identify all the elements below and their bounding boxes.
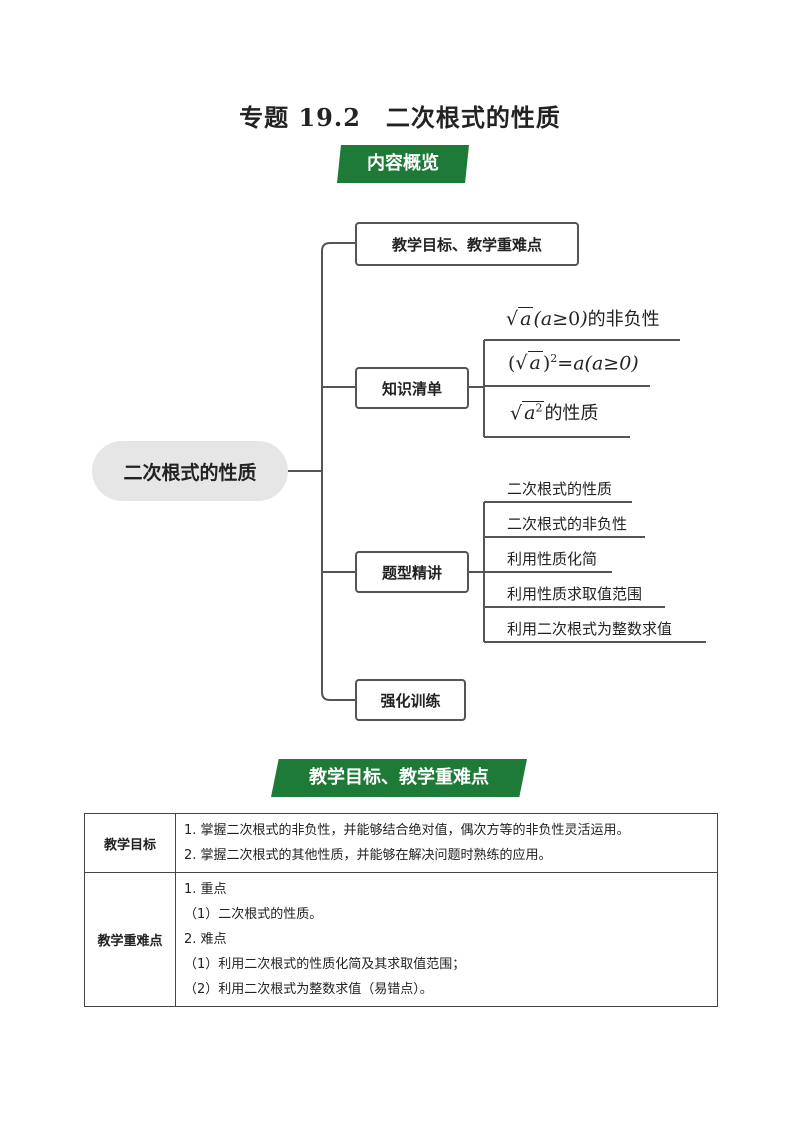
content-line: （1）二次根式的性质。 <box>184 907 323 922</box>
overview-banner: 内容概览 <box>337 145 469 183</box>
branch-goals: 教学目标、教学重难点 <box>355 222 579 266</box>
row-header: 教学重难点 <box>84 872 176 1007</box>
drill-item: 二次根式的非负性 <box>507 515 628 533</box>
content-line: （1）利用二次根式的性质化简及其求取值范围； <box>184 957 466 972</box>
content-line: 1. 重点 <box>184 882 227 897</box>
branch-knowledge: 知识清单 <box>355 367 469 409</box>
row-header: 教学目标 <box>84 813 176 873</box>
drill-item: 二次根式的性质 <box>507 480 613 498</box>
content-line: 1. 掌握二次根式的非负性，并能够结合绝对值，偶次方等的非负性灵活运用。 <box>184 823 630 838</box>
content-line: （2）利用二次根式为整数求值（易错点）。 <box>184 982 433 997</box>
goals-table: 教学目标 1. 掌握二次根式的非负性，并能够结合绝对值，偶次方等的非负性灵活运用… <box>84 813 718 1007</box>
table-row: 教学重难点 1. 重点 （1）二次根式的性质。 2. 难点 （1）利用二次根式的… <box>84 872 718 1007</box>
mindmap-connectors <box>288 242 706 701</box>
goals-banner: 教学目标、教学重难点 <box>271 759 527 797</box>
drill-item: 利用二次根式为整数求值 <box>507 620 673 638</box>
mindmap-root: 二次根式的性质 <box>92 441 288 501</box>
branch-practice: 强化训练 <box>355 679 466 721</box>
page-title: 专题 19.2 二次根式的性质 <box>239 103 561 132</box>
row-content: 1. 重点 （1）二次根式的性质。 2. 难点 （1）利用二次根式的性质化简及其… <box>175 872 718 1007</box>
knowledge-item-square: (√a)2=a(a≥0) <box>508 351 639 375</box>
content-line: 2. 掌握二次根式的其他性质，并能够在解决问题时熟练的应用。 <box>184 848 552 863</box>
row-content: 1. 掌握二次根式的非负性，并能够结合绝对值，偶次方等的非负性灵活运用。 2. … <box>175 813 718 873</box>
content-line: 2. 难点 <box>184 932 227 947</box>
knowledge-item-nonneg: √a(a≥0)的非负性 <box>506 307 660 330</box>
drill-item: 利用性质求取值范围 <box>507 585 643 603</box>
branch-drills: 题型精讲 <box>355 551 469 593</box>
drill-item: 利用性质化简 <box>507 550 598 568</box>
table-row: 教学目标 1. 掌握二次根式的非负性，并能够结合绝对值，偶次方等的非负性灵活运用… <box>84 813 718 873</box>
